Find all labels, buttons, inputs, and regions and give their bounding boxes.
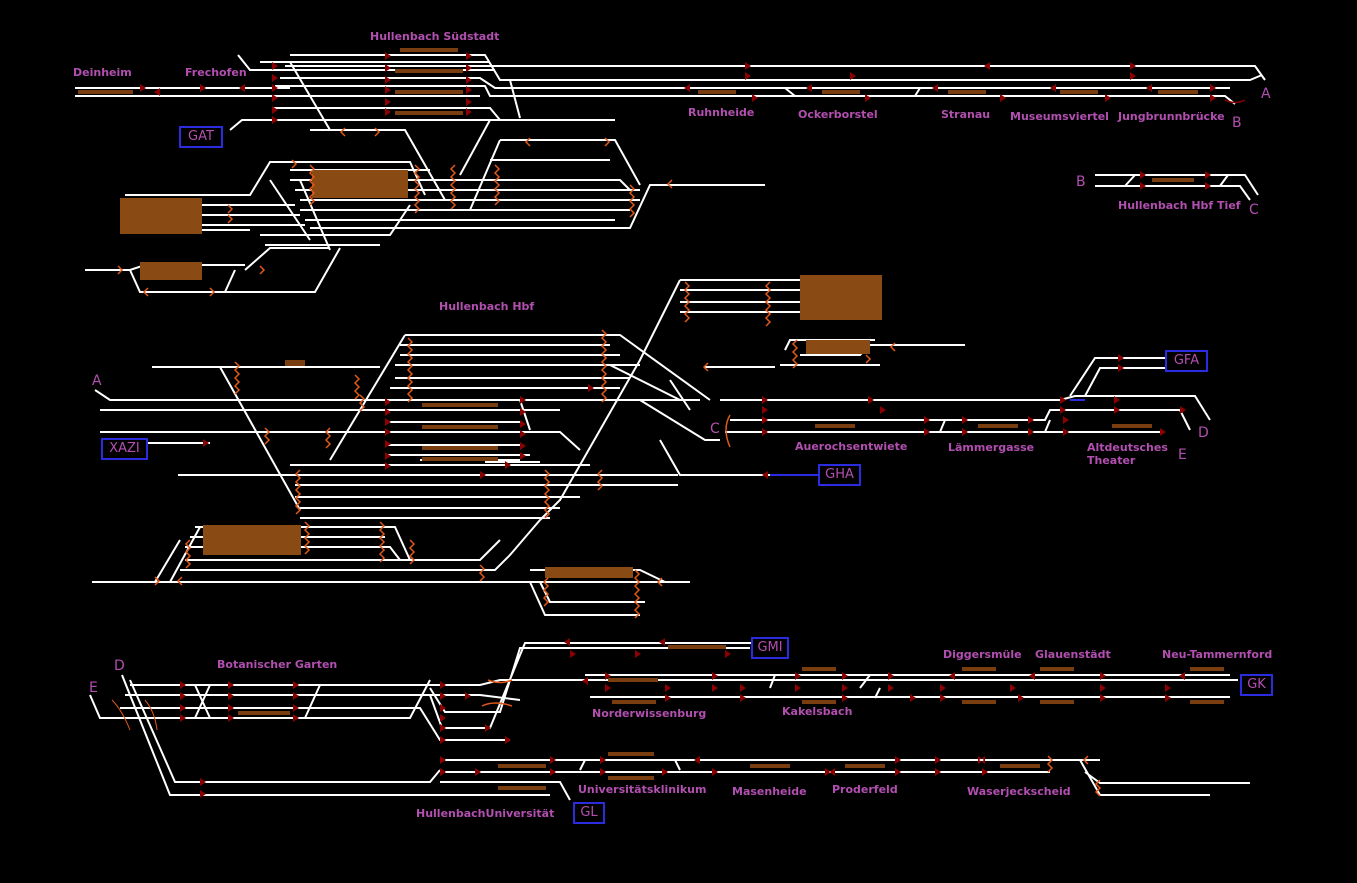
connector-e-left: E <box>89 680 98 696</box>
portal-gmi[interactable]: GMI <box>751 637 789 659</box>
label-neu-tammernford: Neu-Tammernford <box>1162 648 1272 661</box>
connector-c-right: C <box>1249 202 1259 218</box>
connector-a-top: A <box>1261 86 1271 102</box>
top-line-platforms <box>78 48 1198 115</box>
connector-e-right: E <box>1178 447 1187 463</box>
label-deinheim: Deinheim <box>73 66 132 79</box>
hbf-tief <box>1095 171 1258 200</box>
label-norderwissenburg: Norderwissenburg <box>592 707 706 720</box>
b-connector-bracket <box>1225 100 1245 103</box>
label-museumsviertel: Museumsviertel <box>1010 110 1109 123</box>
connector-letters: A B B C A C D E D E <box>89 86 1271 696</box>
connector-d-left: D <box>114 658 125 674</box>
label-botanischer-garten: Botanischer Garten <box>217 658 337 671</box>
portal-xazi[interactable]: XAZI <box>101 438 148 460</box>
label-diggersmuele: Diggersmüle <box>943 648 1022 661</box>
label-laemmergasse: Lämmergasse <box>948 441 1034 454</box>
label-waserjeckscheid: Waserjeckscheid <box>967 785 1071 798</box>
portal-gat[interactable]: GAT <box>179 126 223 148</box>
label-ruhnheide: Ruhnheide <box>688 106 754 119</box>
portal-gk[interactable]: GK <box>1240 674 1273 696</box>
label-hbf: Hullenbach Hbf <box>439 300 534 313</box>
label-masenheide: Masenheide <box>732 785 807 798</box>
label-universitaet: HullenbachUniversität <box>416 807 554 820</box>
label-stranau: Stranau <box>941 108 990 121</box>
label-auerochsentwiete: Auerochsentwiete <box>795 440 907 453</box>
label-glauenstaedt: Glauenstädt <box>1035 648 1111 661</box>
portal-gl[interactable]: GL <box>573 802 605 824</box>
portal-gfa[interactable]: GFA <box>1165 350 1208 372</box>
label-proderfeld: Proderfeld <box>832 783 898 796</box>
connector-b-left: B <box>1076 174 1086 190</box>
label-universitaetsklinikum: Universitätsklinikum <box>578 783 706 796</box>
label-altdeutsches-2: Theater <box>1087 454 1136 467</box>
connector-d-right: D <box>1198 425 1209 441</box>
portal-gha[interactable]: GHA <box>818 464 861 486</box>
connector-c-left: C <box>710 421 720 437</box>
label-ockerborstel: Ockerborstel <box>798 108 878 121</box>
label-hbf-tief: Hullenbach Hbf Tief <box>1118 199 1241 212</box>
label-kakelsbach: Kakelsbach <box>782 705 852 718</box>
label-frechofen: Frechofen <box>185 66 247 79</box>
connector-a-left: A <box>92 373 102 389</box>
east-line-platforms <box>815 424 1152 428</box>
label-altdeutsches-1: Altdeutsches <box>1087 441 1168 454</box>
label-jungbrunnbruecke: Jungbrunnbrücke <box>1117 110 1225 123</box>
connector-b-top: B <box>1232 115 1242 131</box>
label-suedstadt: Hullenbach Südstadt <box>370 30 499 43</box>
